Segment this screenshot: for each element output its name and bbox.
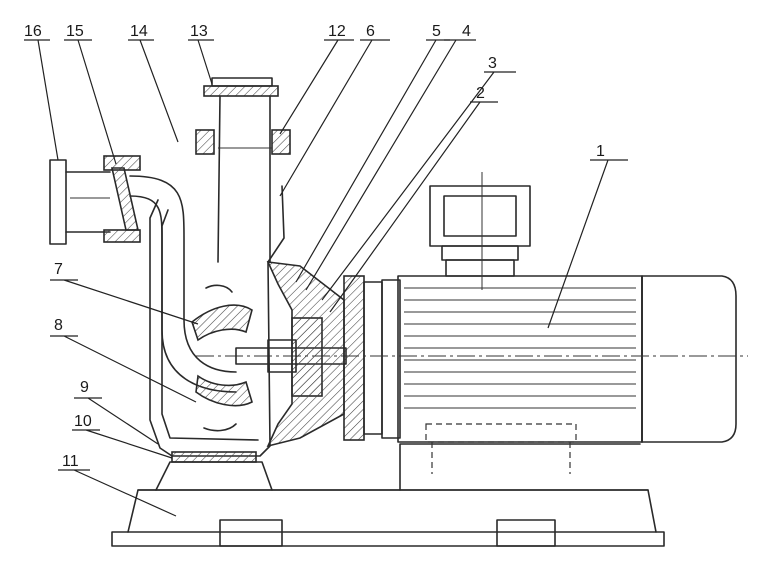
- base-plate: [111, 443, 665, 547]
- label-14: 14: [130, 23, 148, 40]
- label-4: 4: [462, 23, 471, 40]
- discharge-pipe: [195, 77, 291, 263]
- inlet-flange: [49, 155, 141, 245]
- pump-body: [129, 175, 285, 491]
- label-8: 8: [54, 317, 63, 334]
- label-10: 10: [74, 413, 92, 430]
- label-1: 1: [596, 143, 605, 160]
- label-6: 6: [366, 23, 375, 40]
- label-9: 9: [80, 379, 89, 396]
- label-12: 12: [328, 23, 346, 40]
- pump-cover: [266, 261, 345, 448]
- terminal-box: [429, 172, 531, 290]
- label-2: 2: [476, 85, 485, 102]
- label-11: 11: [62, 453, 79, 470]
- label-16: 16: [24, 23, 42, 40]
- label-13: 13: [190, 23, 208, 40]
- label-7: 7: [54, 261, 63, 278]
- label-3: 3: [488, 55, 497, 72]
- motor: [397, 172, 737, 474]
- label-5: 5: [432, 23, 441, 40]
- motor-flange: [343, 275, 401, 441]
- leader-lines: [24, 39, 628, 517]
- part-labels: 1 2 3 4 5 6 7 8 9 10 11 12 13 14 15 16: [24, 23, 605, 470]
- label-15: 15: [66, 23, 84, 40]
- motor-cooling-fins: [404, 287, 636, 409]
